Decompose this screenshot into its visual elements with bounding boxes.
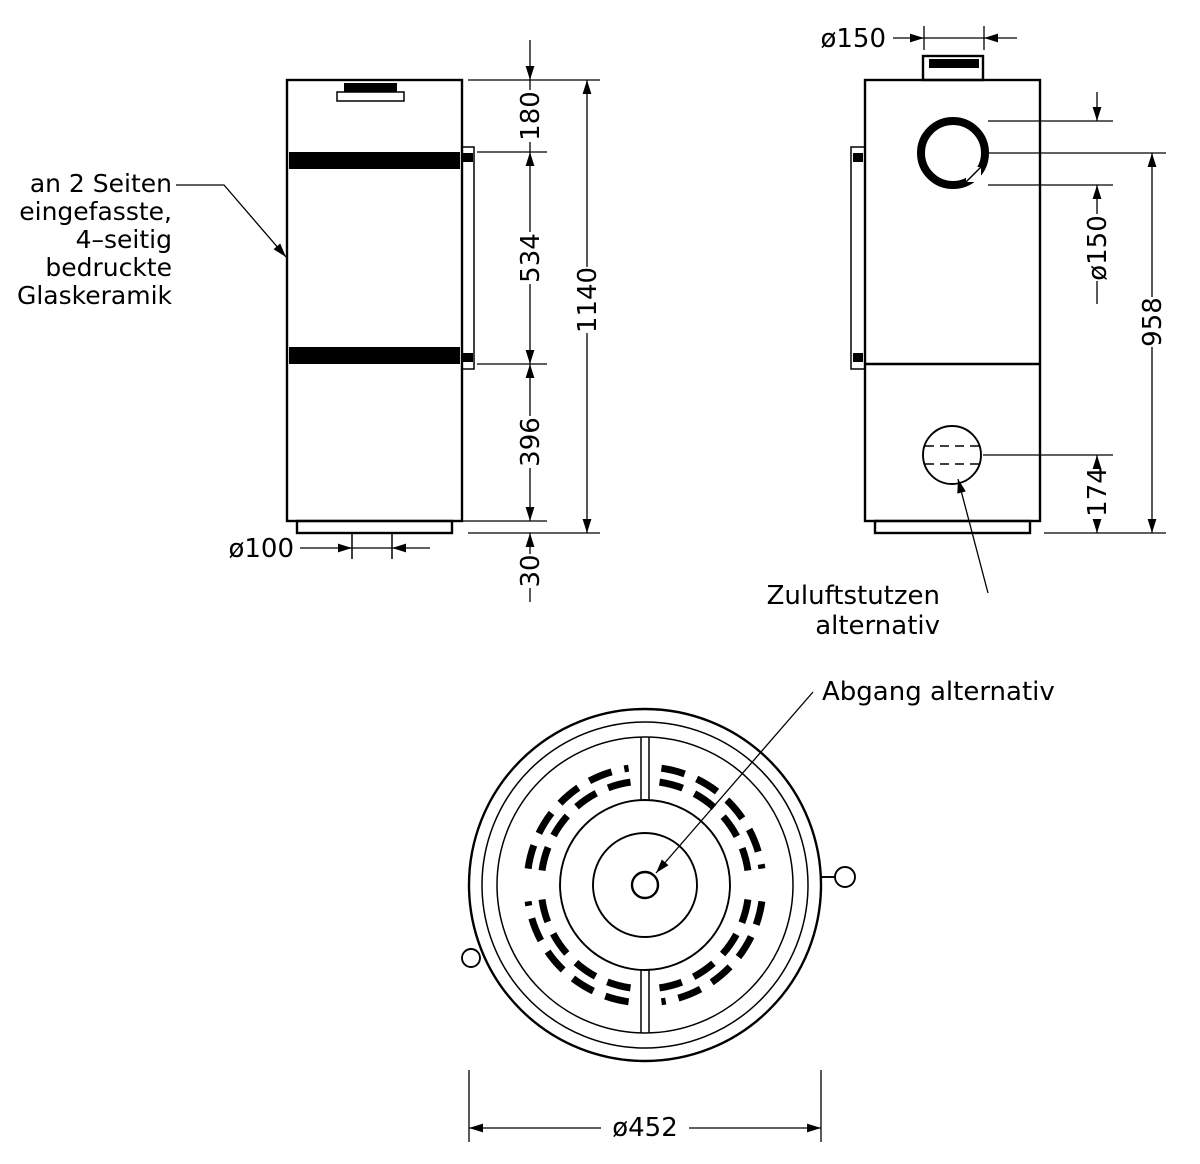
dim-side-flue-height: 958 [1138,297,1168,347]
dim-top-diameter: ø452 [612,1113,678,1143]
glass-note-line5: Glaskeramik [17,281,173,310]
dim-front-lower-section: 396 [516,417,546,467]
glass-note-leader [176,184,287,258]
label-air-inlet-line2: alternativ [815,611,940,641]
right-handle [834,866,856,888]
dim-side-collar-diameter: ø150 [820,24,886,54]
dim-front-total-height: 1140 [573,267,603,333]
dim-side-flue-diameter: ø150 [1083,215,1113,281]
glass-note-line4: bedruckte [45,253,172,282]
side-view [850,54,1042,535]
air-inlet-circle [922,425,982,485]
label-outlet-alternative: Abgang alternativ [822,677,1055,707]
door-edge-side [850,146,866,370]
front-dimensions: 180 534 396 30 1140 ø100 [228,40,603,602]
glass-note-line2: eingefasste, [19,197,172,226]
top-annotations: Abgang alternativ ø452 [468,677,1055,1143]
dim-front-glass-height: 534 [516,233,546,283]
air-slot-rings [524,764,766,1006]
glass-note: an 2 Seiten eingefasste, 4–seitig bedruc… [17,169,287,310]
dim-front-base-height: 30 [516,554,546,587]
top-flue-center [630,870,660,900]
outer-rim [467,707,823,1063]
dim-side-inlet-height: 174 [1083,467,1113,517]
left-handle [461,948,481,968]
side-dimensions: ø150 ø150 958 174 Zuluftstutzen alternat… [767,24,1168,641]
dim-front-floor-inlet: ø100 [228,534,294,564]
outlet-leader [655,691,814,874]
dim-front-top-section: 180 [516,91,546,141]
label-air-inlet-line1: Zuluftstutzen [767,581,940,611]
glass-note-line3: 4–seitig [76,225,172,254]
glass-bottom-band [289,347,460,364]
flue-outlet-circle [917,117,989,189]
glass-side-panel [461,146,475,370]
glass-note-line1: an 2 Seiten [30,169,172,198]
flue-collar-front [344,83,397,92]
flue-collar-side [921,54,985,82]
glass-top-band [289,152,460,169]
top-view [461,707,856,1063]
air-inlet-leader [957,478,989,594]
